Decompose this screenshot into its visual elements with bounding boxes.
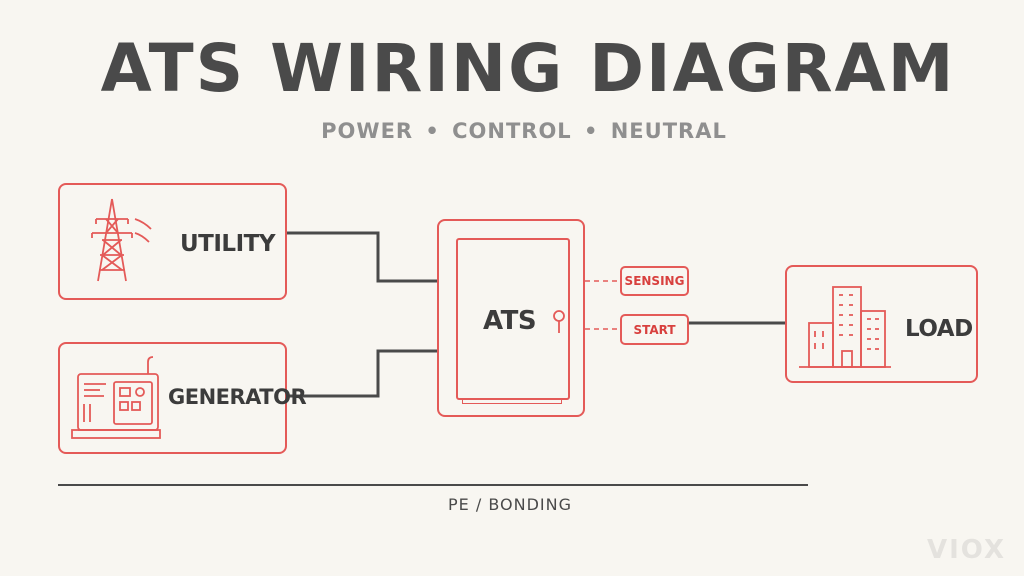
diagram-title: ATS WIRING DIAGRAM — [100, 30, 956, 107]
load-label: LOAD — [905, 316, 973, 342]
lock-keyhole-icon — [553, 310, 565, 333]
ats-box: ATS — [437, 219, 585, 417]
diagram-subtitle: POWER • CONTROL • NEUTRAL — [321, 119, 727, 143]
pe-bonding-label: PE / BONDING — [448, 495, 572, 514]
load-box: LOAD — [785, 265, 978, 383]
viox-logo: VIOX — [926, 535, 1006, 565]
buildings-icon — [799, 286, 891, 368]
start-tag: START — [620, 314, 689, 345]
transmission-tower-icon — [91, 198, 152, 282]
generator-box: GENERATOR — [58, 342, 307, 454]
generator-label: GENERATOR — [168, 385, 307, 409]
generator-power-wire — [286, 349, 438, 398]
generator-icon — [71, 356, 161, 439]
ats-label: ATS — [483, 306, 537, 336]
sensing-tag: SENSING — [620, 266, 689, 296]
ats-inner-panel — [456, 238, 570, 400]
utility-box: UTILITY — [58, 183, 287, 300]
ats-panel-base — [462, 399, 562, 404]
utility-power-wire — [286, 231, 438, 283]
utility-label: UTILITY — [180, 231, 275, 257]
